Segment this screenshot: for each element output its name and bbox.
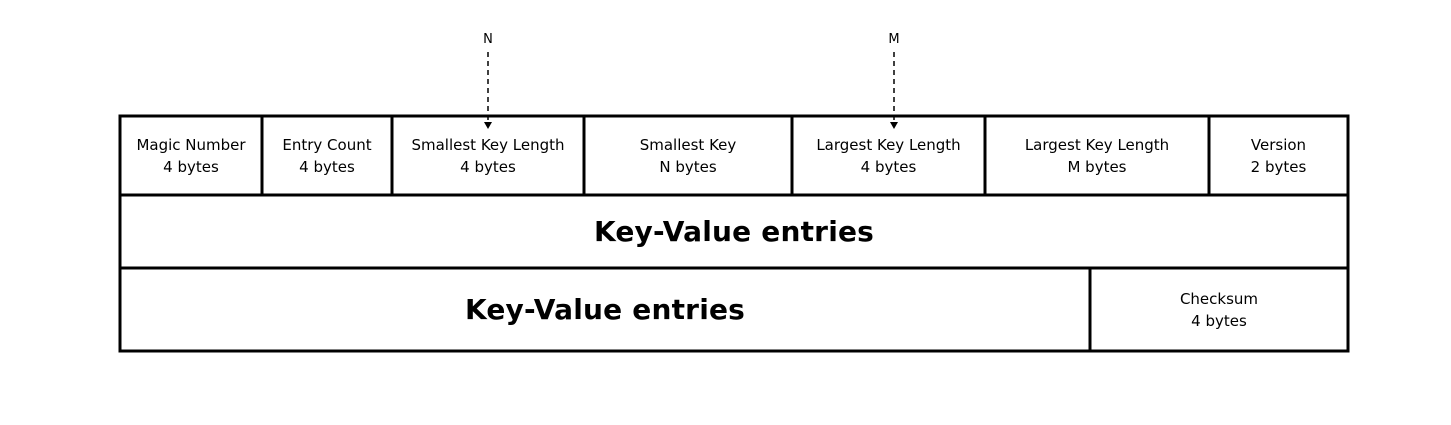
arrow-n-head (484, 122, 492, 129)
field-size: 4 bytes (460, 157, 516, 176)
field-largest-key: Largest Key Length M bytes (985, 116, 1209, 195)
kv-entries-label: Key-Value entries (464, 293, 746, 326)
field-size: M bytes (1067, 157, 1127, 176)
arrow-m-head (890, 122, 898, 129)
field-smallest-key: Smallest Key N bytes (584, 116, 792, 195)
field-largest-key-length: Largest Key Length 4 bytes (792, 116, 985, 195)
field-size: N bytes (659, 157, 717, 176)
field-name: Version (1250, 135, 1307, 154)
field-size: 4 bytes (1191, 311, 1247, 330)
field-smallest-key-length: Smallest Key Length 4 bytes (392, 116, 584, 195)
field-checksum: Checksum 4 bytes (1090, 268, 1348, 351)
field-name: Entry Count (282, 135, 372, 154)
marker-m: M (888, 32, 900, 47)
field-name: Magic Number (136, 135, 246, 154)
kv-entries-row: Key-Value entries (120, 195, 1348, 268)
field-entry-count: Entry Count 4 bytes (262, 116, 392, 195)
kv-entries-row-continued: Key-Value entries (120, 268, 1090, 351)
field-version: Version 2 bytes (1209, 116, 1348, 195)
field-size: 4 bytes (860, 157, 917, 176)
field-magic-number: Magic Number 4 bytes (120, 116, 262, 195)
field-name: Largest Key Length (1024, 135, 1170, 154)
field-name: Smallest Key (639, 135, 737, 154)
field-size: 2 bytes (1250, 157, 1307, 176)
field-name: Smallest Key Length (411, 135, 565, 154)
marker-n: N (483, 32, 493, 47)
field-size: 4 bytes (163, 157, 219, 176)
outer-box (118, 114, 1350, 353)
field-name: Checksum (1179, 289, 1259, 308)
kv-entries-label: Key-Value entries (593, 215, 875, 248)
field-size: 4 bytes (299, 157, 355, 176)
field-name: Largest Key Length (816, 135, 961, 154)
